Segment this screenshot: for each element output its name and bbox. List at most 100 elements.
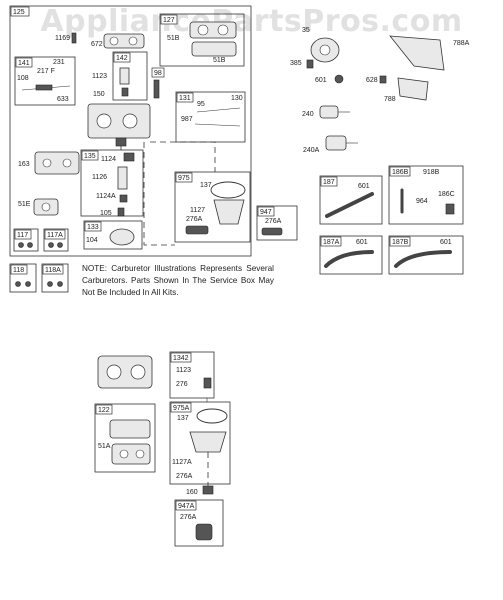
part-276 bbox=[203, 377, 212, 389]
label-135[interactable]: 135 bbox=[84, 153, 96, 160]
label-276A-c[interactable]: 276A bbox=[176, 473, 193, 480]
label-601-b[interactable]: 601 bbox=[358, 183, 370, 190]
label-163[interactable]: 163 bbox=[18, 161, 30, 168]
label-947[interactable]: 947 bbox=[260, 209, 272, 216]
box-125 bbox=[9, 5, 252, 257]
label-51E[interactable]: 51E bbox=[18, 201, 31, 208]
label-104[interactable]: 104 bbox=[86, 237, 98, 244]
gasket-163 bbox=[34, 151, 80, 175]
label-1126[interactable]: 1126 bbox=[92, 174, 107, 181]
label-788[interactable]: 788 bbox=[384, 96, 396, 103]
label-118A[interactable]: 118A bbox=[45, 267, 61, 274]
part-186C bbox=[445, 203, 455, 215]
label-187A[interactable]: 187A bbox=[323, 239, 340, 246]
connector-b bbox=[143, 142, 175, 246]
box-947A bbox=[174, 499, 224, 547]
label-131[interactable]: 131 bbox=[179, 95, 191, 102]
part-1124 bbox=[123, 152, 135, 162]
label-601-c[interactable]: 601 bbox=[356, 239, 368, 246]
part-130 bbox=[196, 107, 241, 113]
tag-125 bbox=[10, 6, 30, 17]
label-276A-d[interactable]: 276A bbox=[180, 514, 197, 521]
label-150[interactable]: 150 bbox=[93, 91, 105, 98]
box-187A bbox=[319, 235, 383, 275]
label-117A[interactable]: 117A bbox=[47, 232, 63, 239]
carburetor-note: NOTE: Carburetor Illustrations Represent… bbox=[82, 264, 274, 297]
connector-c bbox=[150, 141, 216, 172]
gasket-51B-top bbox=[189, 21, 237, 39]
label-1124A[interactable]: 1124A bbox=[96, 193, 116, 200]
label-127[interactable]: 127 bbox=[163, 17, 175, 24]
label-276A-b[interactable]: 276A bbox=[265, 218, 282, 225]
part-601 bbox=[334, 74, 344, 84]
label-276A[interactable]: 276A bbox=[186, 216, 203, 223]
label-137[interactable]: 137 bbox=[200, 182, 212, 189]
box-141 bbox=[14, 56, 76, 106]
label-117[interactable]: 117 bbox=[17, 232, 28, 239]
label-601-d[interactable]: 601 bbox=[440, 239, 452, 246]
label-35[interactable]: 35 bbox=[302, 27, 310, 34]
label-141[interactable]: 141 bbox=[18, 60, 30, 67]
filter-240A bbox=[325, 135, 347, 151]
label-187B[interactable]: 187B bbox=[392, 239, 409, 246]
label-1169[interactable]: 1169 bbox=[55, 35, 70, 42]
label-133[interactable]: 133 bbox=[87, 224, 99, 231]
label-1127[interactable]: 1127 bbox=[190, 207, 205, 214]
bracket-788 bbox=[397, 77, 429, 101]
label-105[interactable]: 105 bbox=[100, 210, 112, 217]
label-947A[interactable]: 947A bbox=[178, 503, 195, 510]
label-240A[interactable]: 240A bbox=[303, 147, 320, 154]
bowl-975A bbox=[189, 431, 227, 453]
oring-137-b bbox=[196, 408, 228, 424]
label-1127A[interactable]: 1127A bbox=[172, 459, 192, 466]
part-385 bbox=[306, 59, 314, 69]
gasket-51A-b bbox=[111, 443, 151, 465]
box-122 bbox=[94, 403, 156, 473]
label-160[interactable]: 160 bbox=[186, 489, 198, 496]
box-186B bbox=[388, 165, 464, 225]
label-987[interactable]: 987 bbox=[181, 116, 193, 123]
gasket-51A-a bbox=[109, 419, 151, 439]
label-51A[interactable]: 51A bbox=[98, 443, 111, 450]
label-918B[interactable]: 918B bbox=[423, 169, 440, 176]
label-240[interactable]: 240 bbox=[302, 111, 314, 118]
box-118 bbox=[9, 263, 37, 293]
label-217F[interactable]: 217 F bbox=[37, 68, 55, 75]
label-95[interactable]: 95 bbox=[197, 101, 205, 108]
label-975A[interactable]: 975A bbox=[173, 405, 190, 412]
label-1342[interactable]: 1342 bbox=[173, 355, 189, 362]
label-98[interactable]: 98 bbox=[154, 70, 162, 77]
label-187[interactable]: 187 bbox=[323, 179, 335, 186]
part-105 bbox=[117, 207, 125, 217]
label-628[interactable]: 628 bbox=[366, 77, 378, 84]
label-51B-a[interactable]: 51B bbox=[167, 35, 180, 42]
label-231[interactable]: 231 bbox=[53, 59, 65, 66]
box-127 bbox=[159, 13, 245, 67]
label-788A[interactable]: 788A bbox=[453, 40, 470, 47]
label-137-b[interactable]: 137 bbox=[177, 415, 189, 422]
part-1126 bbox=[117, 166, 128, 190]
label-118[interactable]: 118 bbox=[13, 267, 24, 274]
screw-1169 bbox=[71, 32, 77, 44]
label-122[interactable]: 122 bbox=[98, 407, 110, 414]
label-186B[interactable]: 186B bbox=[392, 169, 409, 176]
part-628 bbox=[379, 75, 387, 84]
label-601[interactable]: 601 bbox=[315, 77, 327, 84]
label-1123[interactable]: 1123 bbox=[92, 73, 107, 80]
label-186C[interactable]: 186C bbox=[438, 191, 455, 198]
solenoid-975 bbox=[185, 225, 209, 235]
label-975[interactable]: 975 bbox=[178, 175, 190, 182]
label-125[interactable]: 125 bbox=[13, 9, 25, 16]
part-987 bbox=[194, 123, 241, 127]
label-108[interactable]: 108 bbox=[17, 75, 29, 82]
label-1124[interactable]: 1124 bbox=[101, 156, 116, 163]
label-964[interactable]: 964 bbox=[416, 198, 428, 205]
label-633[interactable]: 633 bbox=[57, 96, 69, 103]
label-51B-b[interactable]: 51B bbox=[213, 57, 226, 64]
label-1123-b[interactable]: 1123 bbox=[176, 367, 191, 374]
label-672[interactable]: 672 bbox=[91, 41, 103, 48]
label-276[interactable]: 276 bbox=[176, 381, 188, 388]
label-142[interactable]: 142 bbox=[116, 55, 128, 62]
label-385[interactable]: 385 bbox=[290, 60, 302, 67]
label-130[interactable]: 130 bbox=[231, 95, 243, 102]
